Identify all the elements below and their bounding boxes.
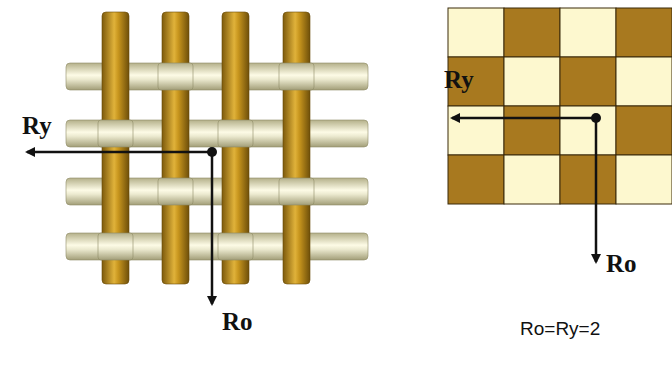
check-cell [448,8,504,57]
weft-yarn-over [98,120,133,147]
axis-label: Ro [606,250,637,278]
warp-yarn [162,12,189,284]
checkerboard [448,8,672,204]
origin-dot [591,113,601,123]
check-cell [560,106,616,155]
check-cell [504,106,560,155]
arrow-ry [27,151,212,154]
check-cell [616,8,672,57]
weft-yarn-over [218,120,253,147]
note-label: Ro=Ry=2 [520,318,600,340]
weft-yarn [66,120,368,147]
axis-label: Ry [22,112,52,140]
arrow-ro [595,118,598,262]
check-cell [560,57,616,106]
weft-yarn [66,233,368,260]
weft-yarn-over [98,233,133,260]
arrow-ry [452,117,596,120]
weft-yarn-over [218,233,253,260]
check-cell [616,106,672,155]
check-cell [504,8,560,57]
axis-arrows [27,113,601,304]
check-cell [560,8,616,57]
weft-yarn-over [279,178,314,205]
check-cell [616,155,672,204]
warp-yarn [283,12,310,284]
axis-label: Ry [444,66,474,94]
origin-dot [207,147,217,157]
check-cell [560,155,616,204]
check-cell [616,57,672,106]
plain-weave [66,12,368,284]
weft-yarn-over [279,63,314,90]
check-cell [448,106,504,155]
axis-label: Ro [222,308,253,336]
check-cell [448,155,504,204]
check-cell [504,57,560,106]
weft-yarn-over [158,63,193,90]
check-cell [504,155,560,204]
arrow-ro [211,152,214,304]
weft-yarn-over [158,178,193,205]
